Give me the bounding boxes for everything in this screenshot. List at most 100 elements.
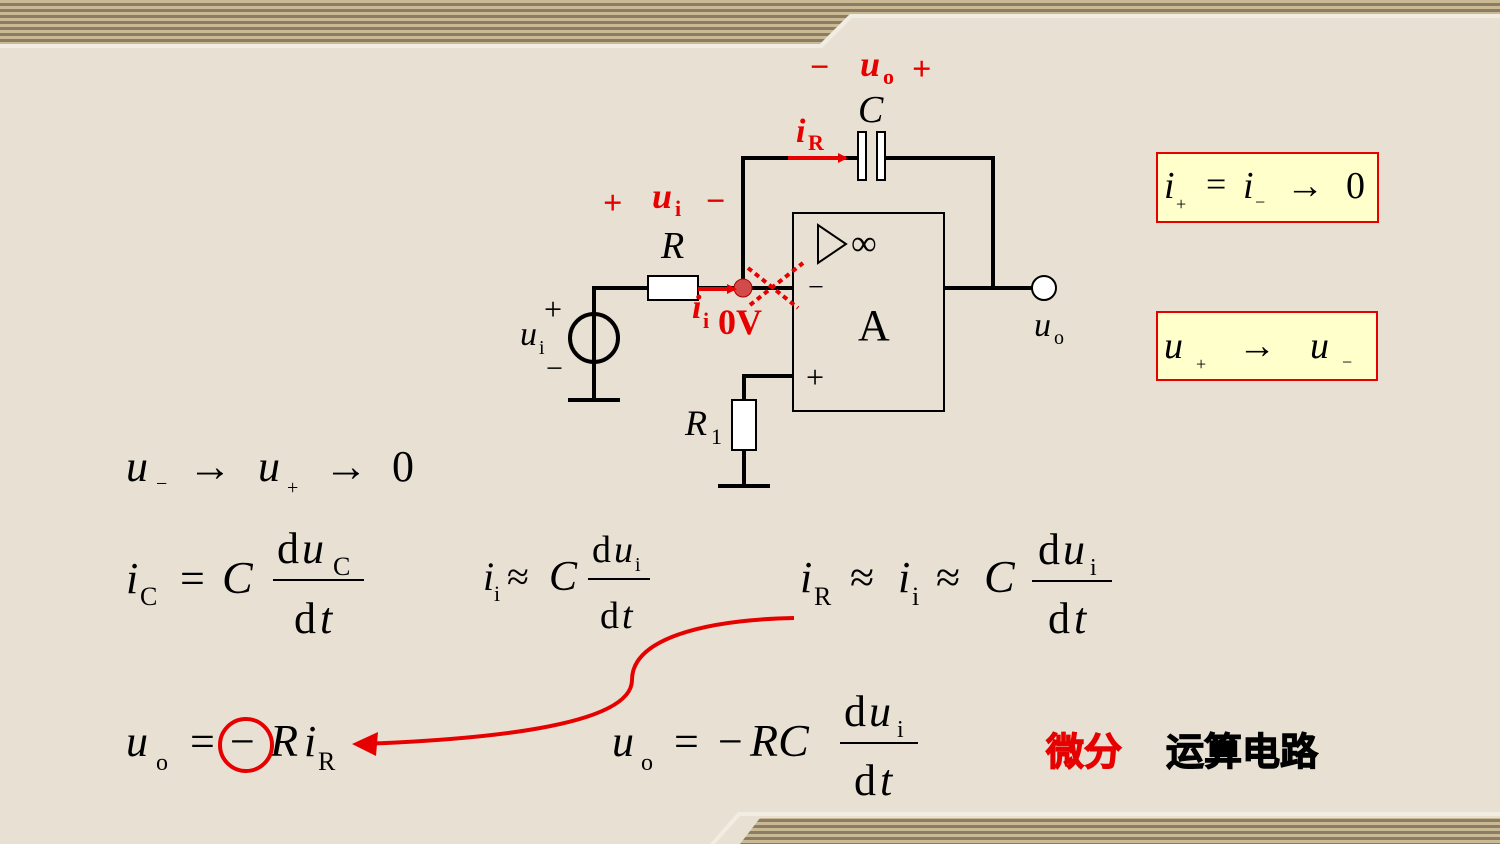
ir-label-symbol: i: [796, 113, 806, 150]
box1-i-minus: i: [1243, 165, 1254, 207]
op-amp: [792, 212, 945, 412]
eq5-i-sub: R: [318, 747, 336, 776]
box-input-currents: i + = i − → 0: [1156, 152, 1379, 223]
eq6-den-d: d: [854, 756, 876, 805]
eq1-zero: 0: [392, 442, 414, 491]
voltage-source: [568, 312, 620, 364]
box2-u-minus: u: [1310, 325, 1329, 367]
eq2-i: i: [126, 554, 138, 603]
eq4-i-r: i: [800, 553, 812, 602]
eq6-rc: RC: [749, 715, 810, 766]
eq4-approx-1: ≈: [850, 553, 874, 602]
minus-sign-highlight-circle: [218, 717, 274, 773]
eq6-num-d: d: [844, 687, 866, 736]
source-label-symbol: u: [520, 316, 537, 353]
box1-arrow: →: [1286, 165, 1324, 207]
eq1-arrow-2: →: [324, 442, 368, 491]
zero-volt-label: 0V: [718, 302, 762, 342]
source-label-subscript: i: [539, 337, 545, 359]
virtual-ground-cross: [746, 261, 805, 310]
title-part-black: 运算电路: [1166, 730, 1319, 774]
op-amp-noninverting-sign: +: [806, 359, 824, 395]
ui-drop-plus: +: [603, 185, 622, 222]
equation-1: u − → u + → 0: [126, 442, 414, 499]
eq1-minus-sub: −: [156, 473, 167, 495]
capacitor: [857, 131, 886, 181]
ir-label-subscript: R: [808, 130, 825, 155]
eq4-num-sub: i: [1090, 555, 1097, 581]
op-amp-infinity: ∞: [851, 223, 877, 263]
eq3-i-sub: i: [494, 581, 500, 606]
eq1-u-minus: u: [126, 442, 148, 491]
output-terminal: [1031, 275, 1057, 301]
eq2-equals: =: [180, 554, 205, 603]
r1-label-symbol: R: [684, 403, 707, 443]
r1-label-subscript: 1: [711, 424, 722, 449]
box1-zero: 0: [1346, 165, 1365, 207]
uo-drop-subscript: o: [883, 64, 894, 89]
eq5-u-sub: o: [156, 750, 168, 776]
equation-5: u o = − R i R: [126, 715, 336, 776]
box1-minus-sub: −: [1255, 192, 1265, 212]
op-amp-label: A: [858, 301, 890, 350]
box2-u-plus: u: [1164, 325, 1183, 367]
title-part-red: 微分: [1045, 730, 1122, 774]
equation-2: i C = C d u C d t: [126, 524, 364, 643]
ii-label-subscript: i: [703, 308, 709, 333]
eq1-u-plus: u: [258, 442, 280, 491]
eq3-c: C: [549, 554, 578, 600]
capacitor-label: C: [858, 89, 884, 131]
ii-label-symbol: i: [692, 289, 702, 326]
eq1-plus-sub: +: [287, 477, 298, 499]
ui-drop-minus: −: [706, 183, 725, 220]
resistor-r: [647, 275, 699, 301]
eq4-num-u: u: [1063, 525, 1085, 574]
ui-drop-symbol: u: [652, 176, 672, 216]
eq4-num-d: d: [1038, 525, 1060, 574]
box1-equals: =: [1206, 164, 1226, 204]
eq3-den-d: d: [600, 595, 619, 637]
substitution-arrow: [361, 616, 795, 746]
top-stripe-band: [0, 0, 1500, 48]
output-label-subscript: o: [1054, 327, 1064, 349]
output-label-symbol: u: [1034, 307, 1051, 344]
uo-minus-sign: −: [810, 49, 829, 86]
eq5-minus: −: [230, 717, 255, 766]
source-minus: −: [546, 352, 563, 385]
eq5-i: i: [304, 717, 316, 766]
eq2-c: C: [222, 552, 254, 603]
resistor-r-label: R: [660, 225, 684, 267]
eq6-u: u: [612, 717, 634, 766]
virtual-ground-node: [733, 278, 753, 298]
eq4-c: C: [984, 551, 1016, 602]
eq2-den-t: t: [320, 594, 334, 643]
box2-arrow: →: [1238, 325, 1276, 367]
eq6-num-u: u: [869, 687, 891, 736]
box2-plus-sub: +: [1196, 354, 1206, 374]
equation-6: u o = − RC d u i d t: [612, 687, 918, 805]
eq6-u-sub: o: [641, 750, 653, 776]
circuit-wires: [568, 156, 1032, 488]
substitution-arrowhead-icon: [352, 732, 378, 756]
eq4-approx-2: ≈: [936, 553, 960, 602]
eq3-num-d: d: [592, 529, 611, 571]
eq5-equals: =: [190, 717, 215, 766]
eq2-num-sub: C: [333, 552, 350, 581]
eq1-arrow-1: →: [188, 442, 232, 491]
op-amp-inverting-sign: −: [808, 272, 824, 303]
bottom-stripe-band: [710, 812, 1500, 844]
eq3-num-u: u: [614, 529, 633, 571]
eq6-num-sub: i: [897, 717, 904, 743]
equation-4: i R ≈ i i ≈ C d u i d t: [800, 525, 1112, 643]
eq2-num-d: d: [277, 524, 299, 573]
eq6-minus: −: [718, 717, 743, 766]
eq3-den-t: t: [622, 595, 634, 637]
eq3-i: i: [483, 554, 494, 599]
eq3-num-sub: i: [635, 554, 641, 576]
ui-drop-subscript: i: [675, 196, 681, 221]
op-amp-triangle-icon: [817, 223, 848, 265]
eq4-r-sub: R: [814, 582, 832, 611]
eq3-approx: ≈: [507, 554, 529, 599]
